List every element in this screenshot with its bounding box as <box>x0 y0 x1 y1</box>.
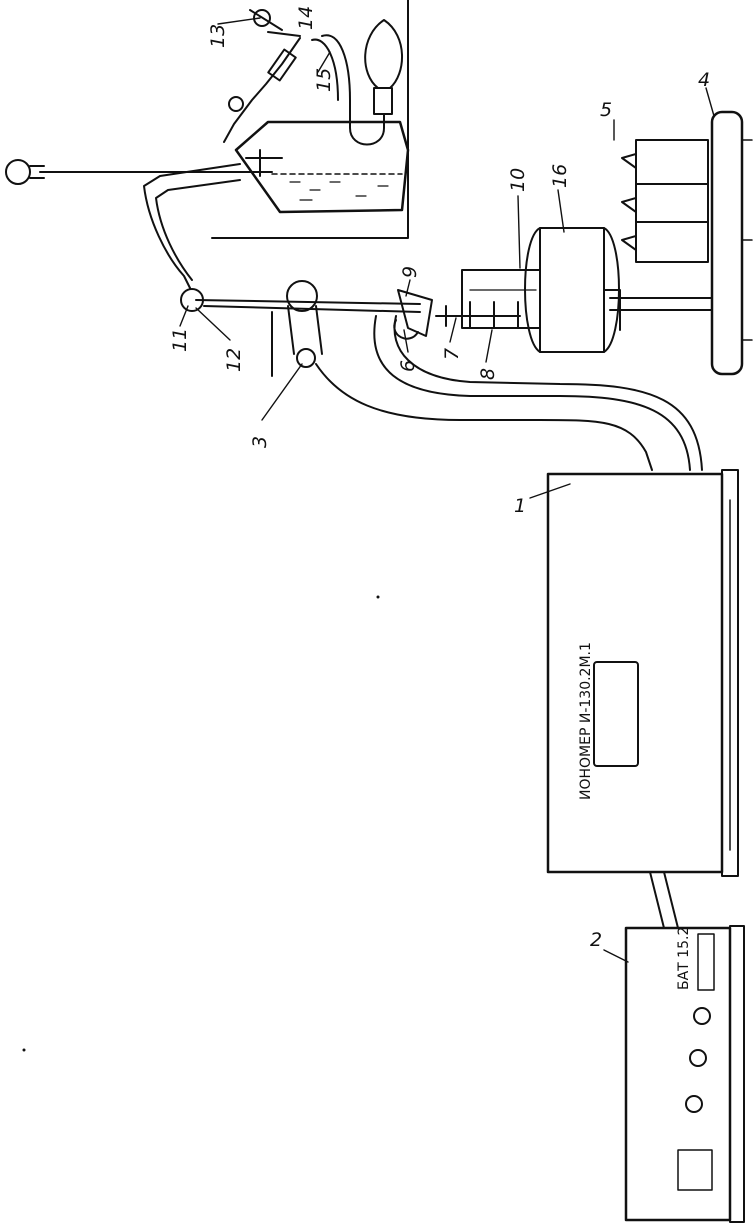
connecting-tube <box>223 37 301 143</box>
ionomer-name: ИОНОМЕР И-130.2М.1 <box>578 642 594 800</box>
tray-support <box>609 297 713 311</box>
beaker-10 <box>461 269 541 329</box>
bat-side-panel <box>729 925 745 1223</box>
liquid-hatching <box>289 181 389 201</box>
label-14: 14 <box>295 6 317 30</box>
clamp-3 <box>296 348 316 368</box>
gas-supply-apparatus <box>5 0 410 289</box>
ionomer-bat-cable <box>649 871 679 929</box>
liquid-vessel <box>234 120 410 214</box>
stand-bar <box>195 299 421 313</box>
cable-outer <box>315 363 653 471</box>
bat-unit: БАТ 15.2 <box>624 925 745 1223</box>
box-5-c <box>635 221 709 263</box>
stirrer-mount <box>603 289 621 331</box>
leader-6 <box>403 329 409 353</box>
valve-body <box>249 9 301 37</box>
leader-13 <box>217 17 261 25</box>
label-5: 5 <box>600 99 612 121</box>
box-5-a <box>635 139 709 185</box>
label-8: 8 <box>477 368 499 380</box>
label-2: 2 <box>590 929 602 951</box>
gas-line-inner <box>155 179 241 281</box>
ionomer-unit: ИОНОМЕР И-130.2М.1 <box>546 469 739 877</box>
gas-line-outer <box>143 163 241 289</box>
leader-7 <box>449 317 457 343</box>
part-labels: 5 4 16 10 9 6 7 8 12 11 3 1 2 13 14 15 <box>169 6 710 951</box>
cables <box>315 315 703 929</box>
ionomer-body <box>546 472 724 874</box>
leader-4 <box>705 87 715 117</box>
laboratory-stand <box>180 280 433 377</box>
leader-11 <box>179 305 189 327</box>
leader-16 <box>557 189 565 233</box>
apparatus-frame <box>211 0 409 239</box>
electrodes-7-8 <box>435 301 521 329</box>
clamp-arm <box>287 305 323 355</box>
inner-tube <box>311 38 339 101</box>
clamp-pulley <box>286 280 318 312</box>
leader-2 <box>603 949 629 963</box>
box-terminals <box>621 153 637 251</box>
label-10: 10 <box>507 168 529 192</box>
electrode-holder-9 <box>397 289 433 337</box>
leader-15 <box>317 51 331 73</box>
valve-knob-top <box>253 9 271 27</box>
label-1: 1 <box>514 495 526 517</box>
label-6: 6 <box>397 360 419 372</box>
bat-switch-block <box>677 1149 713 1191</box>
rod-clamp <box>5 159 31 185</box>
bat-name: БАТ 15.2 <box>676 927 692 990</box>
box-5-b <box>635 183 709 223</box>
ionomer-display <box>593 661 639 767</box>
leader-1 <box>529 483 571 499</box>
ionomer-side-panel <box>721 469 739 877</box>
leader-9 <box>405 279 411 297</box>
cable-inner-2 <box>393 315 703 471</box>
leader-10 <box>517 195 521 269</box>
bat-knob-2 <box>689 1049 707 1067</box>
label-7: 7 <box>441 348 463 360</box>
gas-bulb <box>364 19 403 89</box>
bat-knob-1 <box>693 1007 711 1025</box>
label-11: 11 <box>169 328 191 352</box>
bat-knob-3 <box>685 1095 703 1113</box>
leader-3 <box>261 363 303 421</box>
scan-speck <box>22 1048 26 1052</box>
cable-inner <box>373 315 691 471</box>
label-3: 3 <box>249 436 271 448</box>
label-12: 12 <box>223 348 245 372</box>
stopcock <box>228 96 244 112</box>
tray-4 <box>710 110 744 376</box>
label-13: 13 <box>207 24 229 48</box>
tray-stand <box>609 110 753 376</box>
tray-feet <box>741 139 753 341</box>
label-4: 4 <box>698 69 710 91</box>
clamp-jaws <box>29 165 45 179</box>
beaker-assembly <box>435 227 621 353</box>
leader-lines <box>179 17 715 963</box>
u-tube <box>321 34 385 146</box>
label-9: 9 <box>399 266 421 278</box>
label-16: 16 <box>549 164 571 188</box>
stirrer-16-body <box>539 227 605 353</box>
bulb-stem <box>373 87 393 115</box>
leader-12 <box>195 307 231 341</box>
scan-speck <box>376 595 380 599</box>
bat-indicators <box>697 933 715 991</box>
leader-8 <box>485 329 493 363</box>
label-15: 15 <box>313 68 335 92</box>
drying-tube <box>267 48 297 82</box>
